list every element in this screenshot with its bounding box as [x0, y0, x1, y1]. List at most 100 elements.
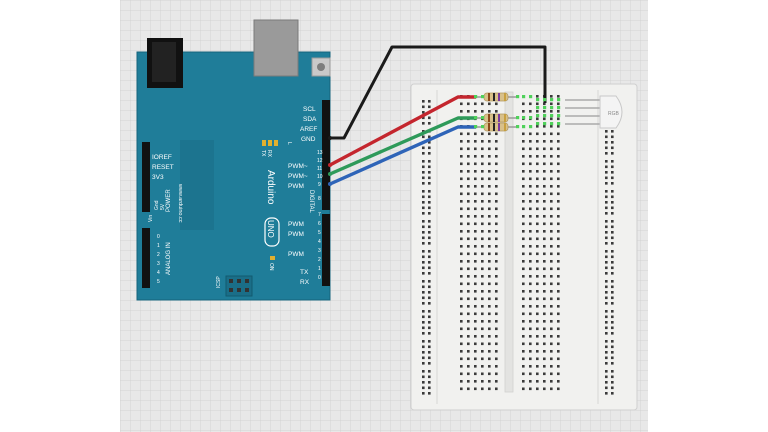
breadboard-hole: [611, 160, 614, 163]
breadboard-hole: [550, 140, 553, 143]
breadboard-hole: [536, 335, 539, 338]
breadboard-hole: [428, 302, 431, 305]
breadboard-hole: [557, 252, 560, 256]
breadboard-hole: [611, 370, 614, 373]
breadboard-hole: [529, 192, 532, 196]
breadboard-hole: [488, 260, 491, 263]
breadboard-hole: [536, 245, 539, 248]
breadboard-hole: [488, 155, 491, 158]
breadboard-hole: [428, 201, 431, 204]
breadboard-hole: [543, 320, 546, 323]
breadboard-hole: [605, 291, 608, 294]
breadboard-hole: [481, 102, 484, 106]
breadboard-hole: [543, 387, 546, 391]
breadboard-hole: [605, 201, 608, 204]
breadboard-hole: [495, 177, 498, 181]
breadboard-hole: [422, 206, 425, 210]
breadboard-hole: [550, 155, 553, 158]
breadboard-hole: [611, 280, 614, 283]
breadboard-hole: [481, 230, 484, 233]
breadboard-hole: [467, 372, 470, 376]
breadboard-hole: [422, 176, 425, 180]
breadboard-hole: [543, 155, 546, 158]
breadboard-hole: [543, 132, 546, 136]
breadboard-hole: [488, 245, 491, 248]
breadboard-hole: [460, 260, 463, 263]
breadboard-hole: [522, 267, 525, 271]
breadboard-hole: [536, 237, 539, 241]
highlighted-hole: [516, 116, 520, 120]
reset-label: RESET: [152, 164, 174, 171]
breadboard-hole: [557, 305, 560, 308]
breadboard-hole: [550, 260, 553, 263]
breadboard-hole: [460, 350, 463, 353]
breadboard-hole: [536, 365, 539, 368]
pwm-label-6: PWM: [288, 221, 304, 228]
breadboard-hole: [488, 320, 491, 323]
breadboard-hole: [522, 335, 525, 338]
breadboard-hole: [550, 365, 553, 368]
breadboard-hole: [543, 380, 546, 383]
breadboard-hole: [474, 222, 477, 226]
breadboard-hole: [543, 215, 546, 218]
breadboard-hole: [557, 320, 560, 323]
breadboard-hole: [536, 185, 539, 188]
breadboard-hole: [488, 170, 491, 173]
breadboard-hole: [428, 370, 431, 373]
breadboard-hole: [611, 130, 614, 133]
breadboard-hole: [550, 312, 553, 316]
breadboard-hole: [481, 260, 484, 263]
led-on: [270, 256, 275, 260]
breadboard-hole: [536, 380, 539, 383]
breadboard-hole: [467, 147, 470, 151]
sda-label: SDA: [303, 116, 317, 123]
breadboard-hole: [536, 297, 539, 301]
breadboard-hole: [605, 135, 608, 139]
breadboard-hole: [467, 222, 470, 226]
breadboard-hole: [422, 236, 425, 240]
breadboard-hole: [428, 146, 431, 150]
breadboard-hole: [605, 231, 608, 234]
breadboard-hole: [488, 200, 491, 203]
breadboard-hole: [543, 245, 546, 248]
breadboard-hole: [428, 315, 431, 319]
breadboard-hole: [481, 252, 484, 256]
pwm-label-5: PWM: [288, 231, 304, 238]
breadboard-hole: [536, 267, 539, 271]
breadboard-hole: [529, 372, 532, 376]
breadboard-hole: [488, 252, 491, 256]
resistor-1: [476, 92, 516, 102]
breadboard-hole: [522, 147, 525, 151]
highlighted-hole: [557, 106, 561, 110]
breadboard-hole: [529, 342, 532, 346]
breadboard-hole: [460, 170, 463, 173]
rgb-led-label: RGB: [608, 111, 620, 117]
highlighted-hole: [474, 125, 478, 129]
breadboard-hole: [550, 132, 553, 136]
breadboard-hole: [460, 155, 463, 158]
breadboard-hole: [422, 212, 425, 215]
breadboard-hole: [474, 327, 477, 331]
breadboard-hole: [550, 230, 553, 233]
breadboard-hole: [428, 392, 431, 395]
breadboard-hole: [611, 165, 614, 169]
breadboard-hole: [550, 327, 553, 331]
breadboard-hole: [422, 190, 425, 193]
breadboard-hole: [460, 290, 463, 293]
breadboard-hole: [522, 342, 525, 346]
breadboard-hole: [529, 380, 532, 383]
breadboard-hole: [422, 255, 425, 259]
breadboard-hole: [536, 372, 539, 376]
breadboard-hole: [481, 365, 484, 368]
pin-3-number: 3: [318, 248, 321, 254]
highlighted-hole: [550, 98, 554, 102]
breadboard-hole: [474, 335, 477, 338]
breadboard-hole: [543, 327, 546, 331]
breadboard-hole: [481, 342, 484, 346]
highlighted-hole: [516, 125, 520, 129]
highlighted-hole: [481, 116, 485, 120]
breadboard-hole: [529, 305, 532, 308]
breadboard-hole: [481, 267, 484, 271]
breadboard-hole: [428, 141, 431, 144]
breadboard-hole: [428, 285, 431, 289]
